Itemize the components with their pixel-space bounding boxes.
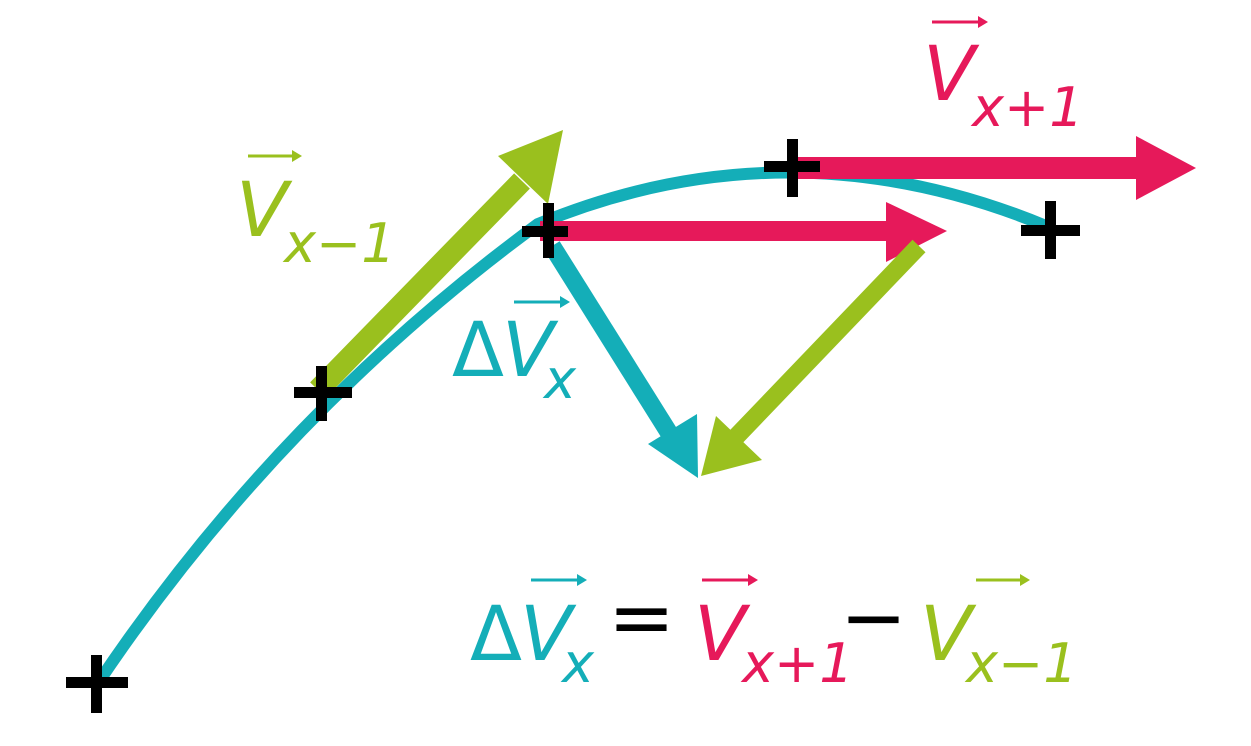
sample-point-3 xyxy=(522,203,568,258)
label-v-prev: V x−1 xyxy=(236,150,396,275)
sample-point-1 xyxy=(66,655,128,713)
v-next-arrow-at-point xyxy=(540,202,947,262)
label-v-next: V x+1 xyxy=(923,16,1084,139)
v-prev-tangent-arrow xyxy=(310,130,563,398)
v-prev-subscript: x−1 xyxy=(282,212,396,275)
equation-lhs-subscript: x xyxy=(560,632,595,695)
equation: Δ V x = V x+1 − V x−1 xyxy=(470,571,1078,695)
label-delta-v: Δ V x xyxy=(452,296,577,411)
sample-point-2 xyxy=(294,366,352,421)
delta-v-symbol: V xyxy=(502,305,559,394)
delta-v-subscript: x xyxy=(542,348,577,411)
equation-minus: − xyxy=(840,571,907,664)
delta-v-arrow xyxy=(544,241,698,478)
equation-term2-subscript: x−1 xyxy=(964,632,1078,695)
equation-term1-subscript: x+1 xyxy=(740,632,854,695)
v-next-symbol: V xyxy=(923,29,980,118)
v-prev-symbol: V xyxy=(236,165,293,254)
equation-lhs-delta: Δ xyxy=(470,589,522,678)
equation-term1-symbol: V xyxy=(694,589,751,678)
equation-lhs-symbol: V xyxy=(520,589,577,678)
v-next-subscript: x+1 xyxy=(970,76,1084,139)
delta-v-delta: Δ xyxy=(452,305,504,394)
sample-point-4 xyxy=(764,139,820,197)
sample-point-5 xyxy=(1021,201,1080,259)
equation-equals: = xyxy=(608,571,675,664)
equation-term2-symbol: V xyxy=(920,589,977,678)
v-next-arrow-upper xyxy=(790,136,1196,200)
v-prev-closing-arrow xyxy=(701,239,926,476)
